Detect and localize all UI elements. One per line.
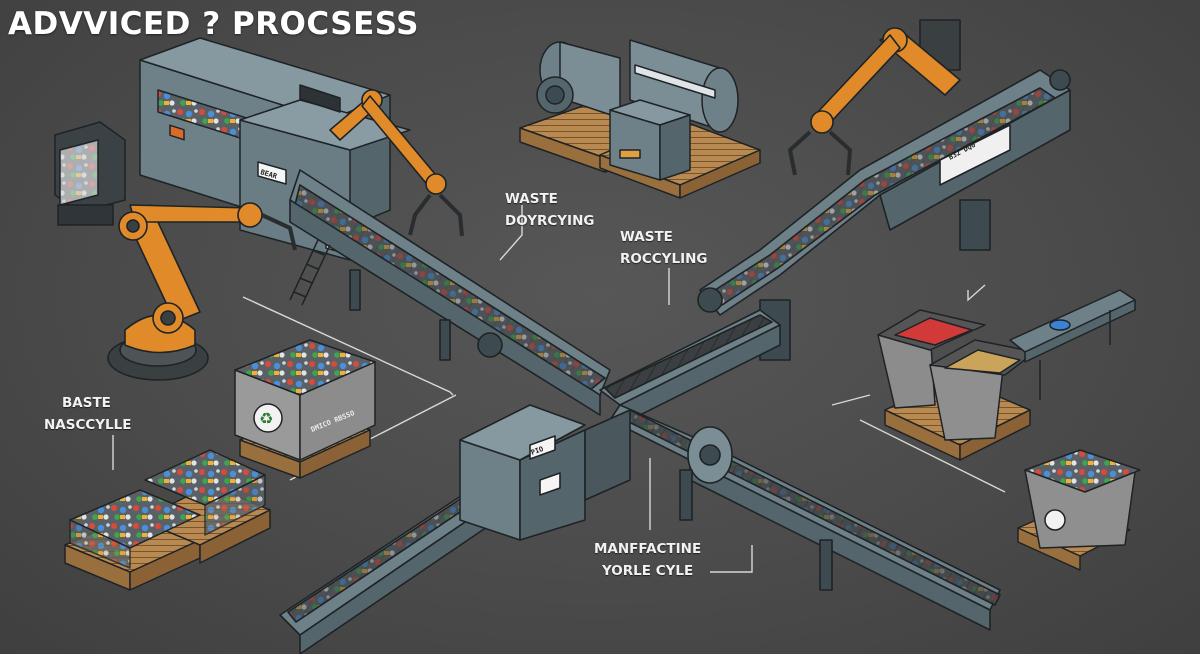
ladder xyxy=(289,239,331,306)
arrow-to-bins xyxy=(831,394,871,406)
arrow-to-center xyxy=(242,296,454,396)
generator-machines xyxy=(519,39,761,199)
conveyor-center-left xyxy=(289,169,611,416)
arrow-manffactine xyxy=(710,545,753,573)
robot-arm-top-center xyxy=(329,89,464,237)
sorted-bins xyxy=(877,289,1141,571)
arrow-top-right xyxy=(967,284,986,302)
label-manffactine: MANFFACTINE YORLE CYLE xyxy=(594,541,702,579)
label-waste-roccyling: WASTE ROCCYLING xyxy=(620,229,708,267)
page-title: ADVVICED ? PROCSESS xyxy=(8,6,420,42)
recycle-icon: ♻ xyxy=(259,409,273,428)
compactor-left xyxy=(54,121,126,226)
label-baste-nascclle: BASTE NASCCYLLE xyxy=(44,395,132,433)
robot-arm-right xyxy=(788,19,961,176)
arrow-waste-doyrcying xyxy=(499,205,523,261)
machine-tag-b32 xyxy=(939,124,1011,186)
conveyor-center-cross xyxy=(599,309,1001,631)
machine-tag-pio-text: PIO xyxy=(530,445,545,457)
machine-tag-bear xyxy=(257,161,287,185)
robot-arm-left xyxy=(107,202,297,381)
conveyor-right-incline xyxy=(697,69,1071,361)
bales-on-pallets xyxy=(64,449,271,591)
machine-tag-pio xyxy=(529,435,556,460)
recycle-bin xyxy=(234,339,376,479)
shredder-machine xyxy=(279,404,631,654)
arrow-to-mixed-bin xyxy=(859,419,1006,493)
label-waste-doyrcying: WASTE DOYRCYING xyxy=(505,191,595,229)
